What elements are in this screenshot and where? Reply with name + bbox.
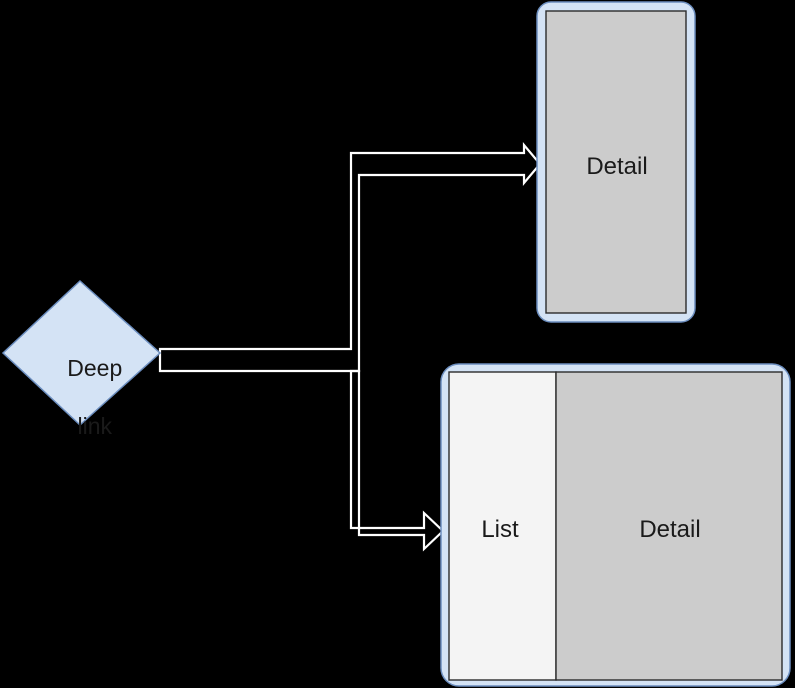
node-tablet-frame[interactable] bbox=[440, 363, 791, 687]
connector-deeplink-to-phone bbox=[158, 141, 542, 373]
deep-link-diamond-shape bbox=[1, 279, 162, 427]
phone-screen-detail bbox=[545, 10, 687, 314]
node-deep-link[interactable] bbox=[1, 279, 162, 427]
tablet-pane-list bbox=[448, 371, 557, 681]
node-phone-frame[interactable] bbox=[536, 1, 696, 323]
tablet-pane-detail bbox=[555, 371, 783, 681]
connector-deeplink-to-tablet bbox=[349, 369, 445, 552]
